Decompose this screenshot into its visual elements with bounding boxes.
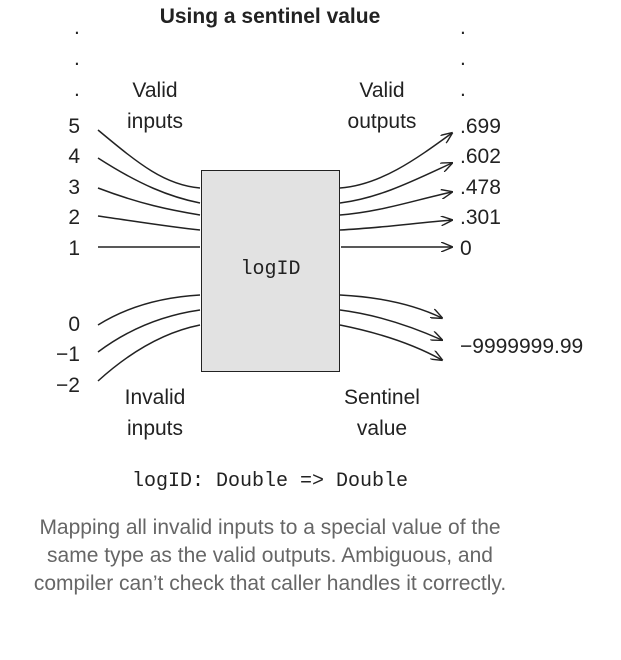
invalid-inputs-label: Invalid inputs <box>105 382 205 444</box>
invalid-inputs-label-line: Invalid <box>124 386 186 409</box>
invalid-input: 0 <box>68 313 80 336</box>
sentinel-line-3 <box>339 324 442 360</box>
input-ellipsis-dot: . <box>74 47 80 70</box>
output-line-699 <box>339 133 452 189</box>
sentinel-output: −9999999.99 <box>460 335 584 358</box>
valid-input: 2 <box>68 206 80 229</box>
valid-input: 5 <box>68 115 80 138</box>
sentinel-value-label-line: Sentinel <box>344 386 420 409</box>
caption: Mapping all invalid inputs to a special … <box>33 516 507 595</box>
output-ellipsis: . . . <box>460 12 466 105</box>
valid-output: .602 <box>460 145 501 168</box>
invalid-input: −2 <box>56 374 80 397</box>
output-ellipsis-dot: . <box>460 16 466 39</box>
valid-output: .699 <box>460 115 501 138</box>
output-line-602 <box>339 163 452 204</box>
valid-outputs-label-line: Valid <box>359 79 405 102</box>
sentinel-line-1 <box>339 294 442 318</box>
valid-input: 4 <box>68 145 80 168</box>
output-line-478 <box>339 192 452 216</box>
sentinel-value-label-line: value <box>356 417 408 440</box>
sentinel-value-label: Sentinel value <box>332 382 432 444</box>
output-line-301 <box>339 220 452 231</box>
valid-outputs-label-line: outputs <box>347 110 417 133</box>
valid-inputs-label: Valid inputs <box>105 75 205 137</box>
invalid-input: −1 <box>56 343 80 366</box>
valid-output: .478 <box>460 176 501 199</box>
input-ellipsis-dot: . <box>74 78 80 101</box>
valid-inputs-label-line: inputs <box>126 110 184 133</box>
valid-input: 3 <box>68 176 80 199</box>
valid-inputs-label-line: Valid <box>132 79 178 102</box>
invalid-input-line-neg2 <box>97 324 201 382</box>
input-ellipsis: . . . <box>74 12 80 105</box>
valid-output: 0 <box>460 237 472 260</box>
input-ellipsis-dot: . <box>74 16 80 39</box>
invalid-input-line-neg1 <box>97 309 201 353</box>
function-box <box>201 170 340 372</box>
input-line-5 <box>97 129 201 189</box>
input-line-4 <box>97 157 201 204</box>
valid-output: .301 <box>460 206 501 229</box>
invalid-inputs-label-line: inputs <box>126 417 184 440</box>
output-ellipsis-dot: . <box>460 78 466 101</box>
valid-input: 1 <box>68 237 80 260</box>
input-line-2 <box>97 215 201 231</box>
valid-outputs-label: Valid outputs <box>332 75 432 137</box>
input-line-3 <box>97 187 201 216</box>
invalid-input-line-0 <box>97 294 201 326</box>
type-signature: logID: Double => Double <box>131 470 409 493</box>
function-name: logID <box>240 258 301 281</box>
sentinel-line-2 <box>339 309 442 340</box>
diagram-title: Using a sentinel value <box>159 5 381 28</box>
output-ellipsis-dot: . <box>460 47 466 70</box>
